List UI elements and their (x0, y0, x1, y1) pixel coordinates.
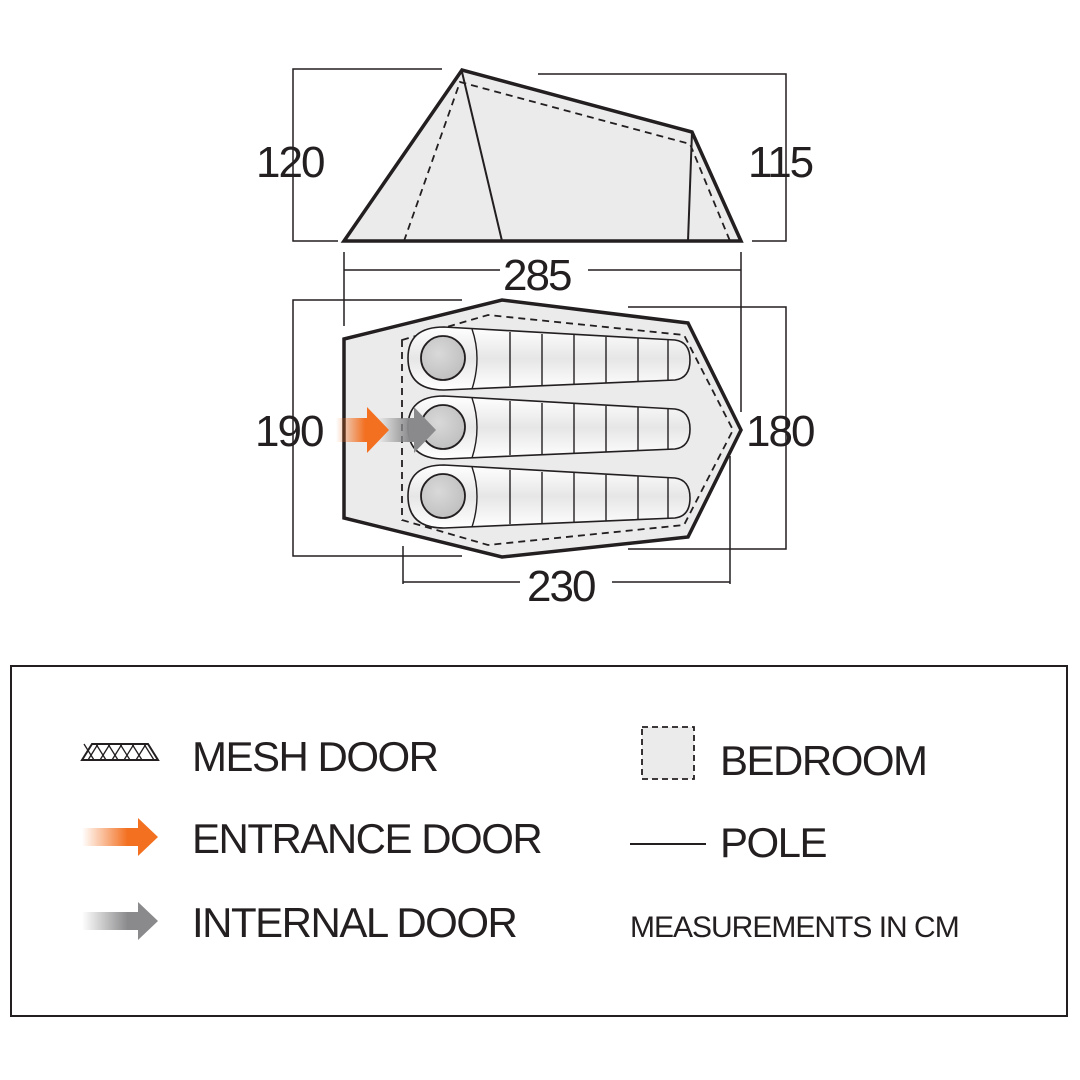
entrance-door-label: ENTRANCE DOOR (192, 815, 543, 862)
length-total-label: 285 (503, 251, 571, 300)
bedroom-outline (401, 314, 735, 546)
orange-arrow-icon (82, 818, 158, 856)
mesh-door-icon (80, 743, 160, 761)
dashed-square-icon (641, 726, 695, 780)
side-view (340, 67, 744, 243)
height-front-label: 120 (256, 138, 324, 187)
height-rear-label: 115 (748, 138, 813, 187)
internal-door-arrow-icon (378, 407, 436, 453)
grey-arrow-icon (82, 902, 158, 940)
sleeping-bag (407, 464, 691, 529)
internal-door-label: INTERNAL DOOR (192, 899, 518, 946)
dimension-lines-plan (292, 299, 787, 584)
head-circle (420, 473, 466, 519)
rear-pole-line (687, 131, 693, 242)
legend-box: MESH DOOR ENTRANCE DOOR INTERNAL DOOR BE… (10, 665, 1068, 1017)
tent-diagram: 120 115 285 (255, 67, 816, 611)
entrance-door-arrow-icon (336, 407, 389, 453)
front-pole-line (461, 71, 503, 242)
side-view-inner-dashed (403, 80, 731, 242)
width-rear-label: 180 (746, 407, 814, 456)
sleeping-bags (407, 326, 691, 529)
floor-plan (336, 298, 743, 559)
bedroom-label: BEDROOM (720, 737, 928, 784)
width-front-label: 190 (255, 407, 323, 456)
line-icon (630, 843, 706, 845)
dimension-lines-side (292, 68, 787, 412)
pole-label: POLE (720, 819, 828, 866)
floor-plan-outline (342, 298, 743, 559)
head-circle (420, 335, 466, 381)
sleeping-bag (407, 326, 691, 391)
mesh-door-label: MESH DOOR (192, 733, 439, 780)
side-view-fill (344, 70, 741, 241)
length-inner-label: 230 (527, 562, 595, 611)
units-note: MEASUREMENTS IN CM (630, 911, 960, 944)
